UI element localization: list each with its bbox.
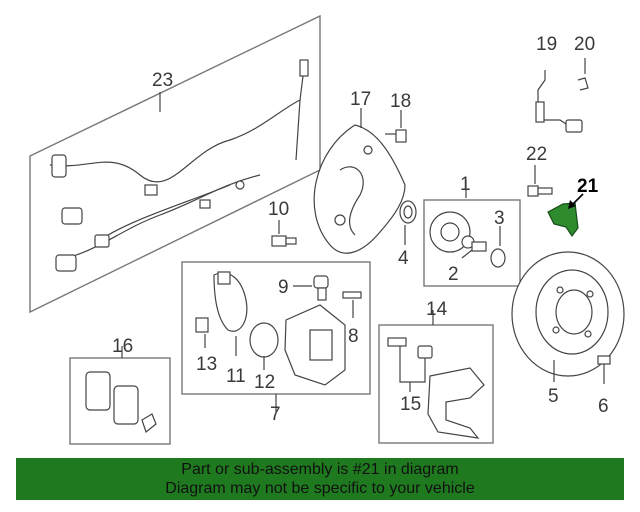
part-group-19[interactable]: 19 (535, 34, 583, 133)
part-group-18[interactable]: 18 (385, 91, 411, 143)
part-group-17[interactable]: 17 (313, 89, 406, 254)
part-group-8[interactable]: 8 (342, 291, 362, 347)
callout-17: 17 (350, 89, 371, 110)
part-group-4[interactable]: 4 (398, 200, 417, 269)
callout-10: 10 (268, 199, 289, 220)
callout-23: 23 (152, 70, 173, 91)
callout-14: 14 (426, 299, 448, 320)
part-group-2[interactable]: 2 (448, 241, 487, 285)
part-group-6[interactable]: 6 (597, 355, 611, 417)
part-group-7[interactable]: 7 (181, 261, 371, 425)
highlighted-sensor-shape (547, 202, 579, 238)
callout-21: 21 (577, 176, 599, 197)
part-group-12[interactable]: 12 (249, 322, 279, 393)
banner-line-1: Part or sub-assembly is #21 in diagram (181, 461, 459, 478)
callout-22: 22 (526, 144, 547, 165)
part-group-21-highlighted[interactable]: 21 (547, 176, 599, 238)
callout-12: 12 (254, 372, 275, 393)
part-group-9[interactable]: 9 (278, 275, 329, 301)
part-group-22[interactable]: 22 (526, 144, 553, 197)
callout-20: 20 (574, 34, 595, 55)
part-group-14[interactable]: 14 (378, 299, 494, 444)
callout-6: 6 (598, 396, 609, 417)
callout-9: 9 (278, 277, 289, 298)
part-group-15[interactable]: 15 (387, 337, 433, 415)
callout-13: 13 (196, 354, 217, 375)
part-group-20[interactable]: 20 (574, 34, 595, 91)
info-banner: Part or sub-assembly is #21 in diagram D… (16, 458, 624, 500)
callout-7: 7 (270, 404, 281, 425)
callout-4: 4 (398, 248, 409, 269)
banner-line-2: Diagram may not be specific to your vehi… (165, 480, 475, 497)
callout-8: 8 (348, 326, 359, 347)
part-group-3[interactable]: 3 (490, 208, 506, 268)
callout-3: 3 (494, 208, 505, 229)
callout-15: 15 (400, 394, 421, 415)
part-group-16[interactable]: 16 (69, 336, 171, 445)
callout-1: 1 (460, 174, 471, 195)
callout-18: 18 (390, 91, 411, 112)
callout-19: 19 (536, 34, 557, 55)
callout-16: 16 (112, 336, 133, 357)
part-group-11[interactable]: 11 (213, 271, 248, 387)
part-group-1[interactable]: 1 (423, 174, 521, 287)
part-group-5[interactable]: 5 (511, 251, 625, 407)
part-group-13[interactable]: 13 (195, 317, 217, 375)
part-group-23[interactable]: 23 (29, 14, 321, 314)
callout-5: 5 (548, 386, 559, 407)
callout-11: 11 (226, 366, 246, 387)
callout-2: 2 (448, 264, 459, 285)
part-group-10[interactable]: 10 (268, 199, 297, 247)
